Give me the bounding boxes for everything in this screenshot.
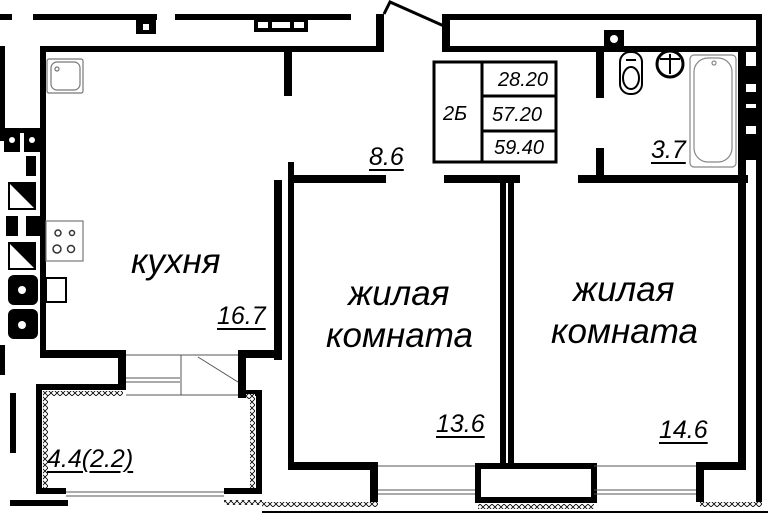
living-room-1-name-line1: жилая (348, 274, 450, 313)
toilet (619, 51, 643, 95)
right-ventilation-blocks (746, 66, 756, 160)
living-room-1-name-line2: комната (326, 316, 473, 355)
wc-riser (604, 30, 624, 48)
hallway-area: 8.6 (369, 143, 404, 171)
interior-walls (274, 52, 748, 465)
bottom-walls (262, 462, 768, 513)
balcony-area: 4.4(2.2) (47, 445, 134, 473)
living-room-1-area: 13.6 (436, 410, 485, 438)
kitchen-name: кухня (131, 242, 221, 281)
balcony-door (126, 354, 239, 396)
kitchen-area: 16.7 (217, 302, 266, 330)
left-service-column (0, 128, 67, 375)
kitchen-sink (46, 58, 84, 94)
living-room-2-name-line1: жилая (573, 270, 675, 309)
kitchen-stove (45, 220, 84, 262)
washbasin (655, 49, 685, 79)
kitchen-bottom-walls (40, 350, 282, 398)
bathtub (689, 54, 737, 168)
living-room-2-area: 14.6 (659, 416, 708, 444)
entrance-door (382, 0, 445, 28)
bathroom-area: 3.7 (651, 136, 686, 164)
apartment-type-label: 2Б (443, 103, 468, 125)
living-room-2-name-line2: комната (551, 312, 698, 351)
total-area-with-balcony-value: 59.40 (494, 137, 545, 159)
balcony (10, 384, 262, 506)
top-wall-niches (136, 18, 308, 34)
summary-table-frame (432, 60, 558, 164)
living-area-value: 28.20 (498, 69, 549, 91)
total-area-value: 57.20 (492, 104, 543, 126)
exterior-walls (0, 14, 762, 504)
